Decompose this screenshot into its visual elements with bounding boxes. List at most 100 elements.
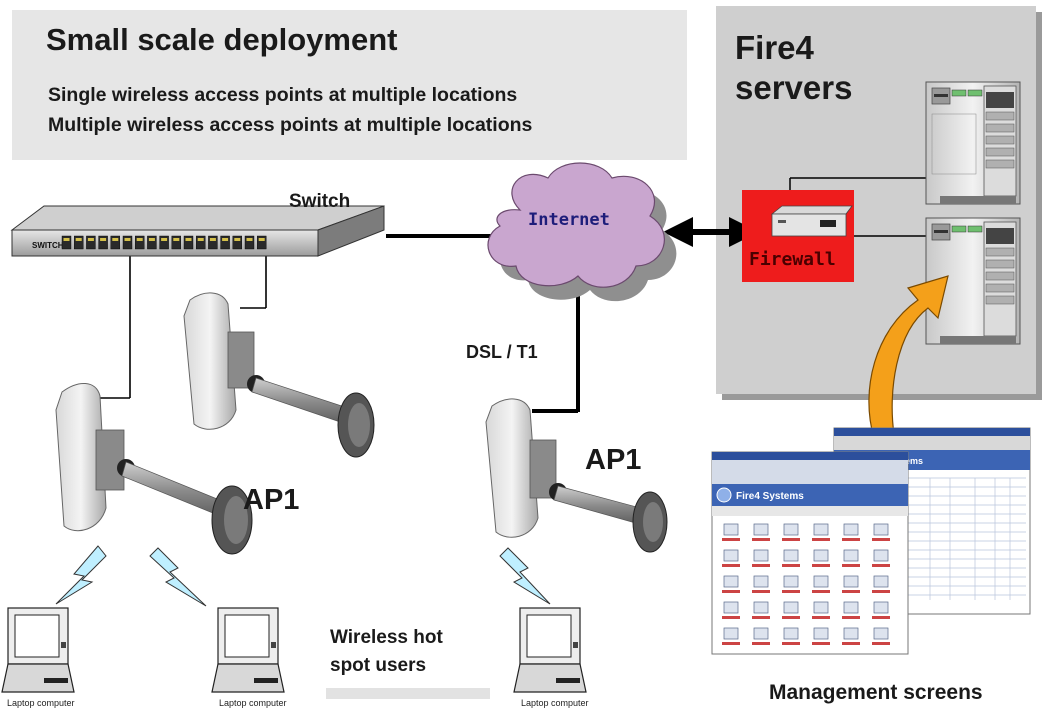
switch-port — [220, 235, 230, 250]
screen-icon-caption — [722, 642, 740, 645]
screen-device-icon — [813, 523, 829, 536]
subtitle-line-2: Multiple wireless access points at multi… — [48, 114, 533, 136]
screen-icon-caption — [842, 538, 860, 541]
screen-icon-caption — [812, 538, 830, 541]
switch-port-led — [234, 238, 241, 241]
switch-port-led — [100, 238, 107, 241]
switch-port — [134, 235, 145, 250]
switch-port — [195, 235, 206, 250]
screen-icon-caption — [872, 590, 890, 593]
ap1-left-label: AP1 — [243, 484, 300, 516]
management-screen-front: Fire4 Systems — [711, 451, 909, 655]
screen-icon-caption — [872, 564, 890, 567]
screen-device-icon — [783, 523, 799, 536]
firewall-label: Firewall — [749, 249, 836, 270]
svg-text:SWITCH: SWITCH — [32, 241, 64, 250]
switch-label: Switch — [289, 191, 351, 212]
screen-icon-caption — [872, 616, 890, 619]
switch-port-led — [112, 238, 119, 241]
screen-device-icon — [723, 575, 739, 588]
screen-device-icon — [783, 627, 799, 640]
screen-device-icon — [723, 523, 739, 536]
switch-port-led — [75, 238, 82, 241]
laptop-label: Laptop computer — [521, 698, 589, 708]
screen-device-icon — [843, 601, 859, 614]
subtitle-line-1: Single wireless access points at multipl… — [48, 84, 518, 106]
switch-port-led — [222, 238, 229, 241]
screen-device-icon — [753, 523, 769, 536]
screen-icon-caption — [842, 564, 860, 567]
switch-port-led — [185, 238, 192, 241]
laptop-icon — [1, 607, 75, 693]
access-point-right — [485, 398, 668, 553]
screen-icon-caption — [872, 642, 890, 645]
laptops — [1, 607, 587, 693]
screen-icon-caption — [722, 538, 740, 541]
screen-device-icon — [753, 601, 769, 614]
dsl-t1-label: DSL / T1 — [466, 342, 538, 362]
screen-icon-caption — [752, 538, 770, 541]
laptop-icon — [211, 607, 285, 693]
access-point-left — [55, 383, 253, 555]
screen-icon-caption — [872, 538, 890, 541]
screen-icon-caption — [782, 590, 800, 593]
ap1-right-label: AP1 — [585, 444, 642, 476]
screen-device-icon — [843, 523, 859, 536]
server-tower — [925, 81, 1021, 205]
screen-device-icon — [783, 601, 799, 614]
switch-port-led — [87, 238, 94, 241]
switch-port — [159, 235, 169, 250]
switch-port-led — [246, 238, 253, 241]
screen-icon-caption — [782, 538, 800, 541]
switch-port-led — [209, 238, 216, 241]
switch-port — [73, 235, 84, 250]
screen-device-icon — [813, 601, 829, 614]
switch-port — [257, 235, 267, 250]
hotspot-underline — [326, 688, 490, 699]
wireless-signal-bolts — [55, 545, 551, 607]
screen-device-icon — [843, 575, 859, 588]
switch-port-led — [148, 238, 155, 241]
screen-device-icon — [843, 627, 859, 640]
screen-device-icon — [723, 549, 739, 562]
switch-port — [110, 235, 121, 250]
screen-device-icon — [873, 627, 889, 640]
internet-cloud — [487, 162, 677, 302]
screen-device-icon — [873, 523, 889, 536]
screen-icon-caption — [722, 564, 740, 567]
screen-icon-caption — [782, 564, 800, 567]
screen-icon-grid — [722, 523, 890, 645]
screen-icon-caption — [842, 642, 860, 645]
switch-port — [232, 235, 243, 250]
hotspot-line-1: Wireless hot — [330, 627, 443, 648]
internet-label: Internet — [528, 210, 610, 230]
screen-icon-caption — [722, 590, 740, 593]
servers-title: Fire4 servers — [735, 28, 852, 108]
access-point-middle — [183, 292, 375, 458]
screen-device-icon — [873, 549, 889, 562]
management-screens-label: Management screens — [769, 681, 983, 704]
laptop-label: Laptop computer — [7, 698, 75, 708]
screen-icon-caption — [812, 564, 830, 567]
page-title: Small scale deployment — [46, 22, 398, 57]
switch-port-led — [258, 238, 265, 241]
screen-icon-caption — [842, 590, 860, 593]
servers-title-line-2: servers — [735, 69, 853, 106]
screen-device-icon — [843, 549, 859, 562]
screen-device-icon — [813, 575, 829, 588]
switch-port — [147, 235, 157, 250]
screen-device-icon — [753, 575, 769, 588]
screen-icon-caption — [752, 564, 770, 567]
switch-ports — [61, 235, 267, 250]
screen-device-icon — [753, 549, 769, 562]
switch-port — [86, 235, 96, 250]
screen-device-icon — [783, 549, 799, 562]
title-panel — [12, 10, 687, 160]
screen-table — [900, 477, 1026, 600]
network-switch: SWITCH — [10, 205, 385, 257]
switch-port — [244, 235, 255, 250]
switch-port — [183, 235, 194, 250]
laptop-icon — [513, 607, 587, 693]
